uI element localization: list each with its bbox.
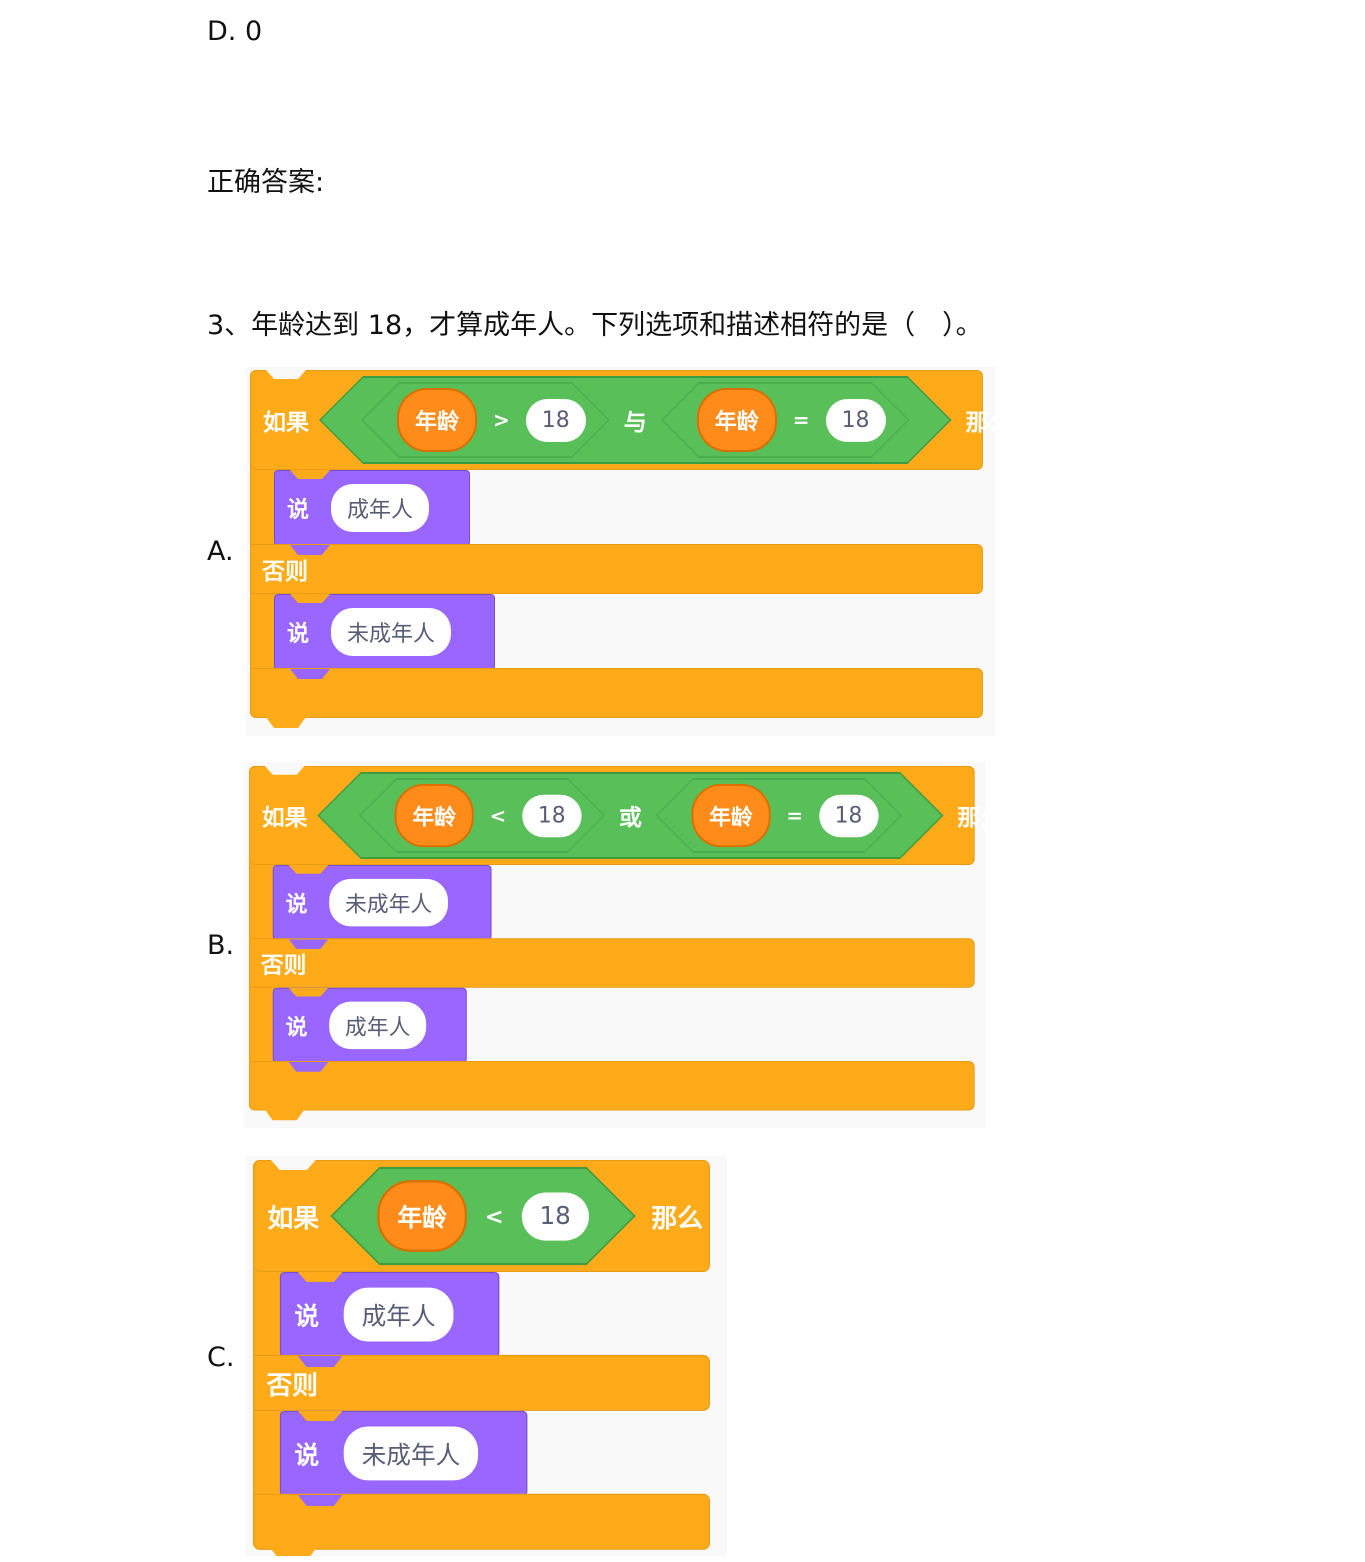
bottom-tab <box>270 1548 316 1556</box>
say-label: 说 <box>287 622 310 647</box>
say-label: 说 <box>294 1442 320 1471</box>
say-bottom-tab <box>290 669 330 679</box>
number-input[interactable]: 18 <box>522 794 581 837</box>
option-d-text: D. 0 <box>207 16 263 47</box>
variable-reporter[interactable]: 年龄 <box>397 388 477 452</box>
bottom-tab <box>266 717 306 728</box>
boolean-condition[interactable]: 年龄 <18 <box>330 1167 636 1266</box>
question-text: 3、年龄达到 18，才算成年人。下列选项和描述相符的是（ ）。 <box>207 310 983 341</box>
comparison-inner: 年龄 >18 <box>363 384 608 456</box>
then-label: 那么 <box>957 805 985 832</box>
then-label: 那么 <box>651 1204 703 1234</box>
say-notch <box>288 865 329 874</box>
comparison-block[interactable]: 年龄 = 18 <box>661 382 910 458</box>
say-block-then[interactable]: 说未成年人 <box>272 865 492 941</box>
option-letter[interactable]: C. <box>207 1342 235 1373</box>
condition-inner: 年龄 <18 <box>333 1169 634 1263</box>
option-letter[interactable]: B. <box>207 930 235 961</box>
bottom-tab <box>264 1109 305 1121</box>
boolean-condition[interactable]: 年龄 >18 与 年龄 = 18 <box>319 376 952 464</box>
variable-reporter[interactable]: 年龄 <box>377 1180 467 1252</box>
number-input[interactable]: 18 <box>826 399 886 442</box>
if-label: 如果 <box>267 1204 320 1234</box>
say-bottom-tab <box>297 1356 343 1368</box>
if-header: 如果 年龄 >18 与 年龄 = 18 那么 <box>250 370 995 470</box>
say-notch <box>288 987 329 997</box>
else-bar <box>249 938 975 988</box>
else-label: 否则 <box>262 559 308 585</box>
say-bottom-tab <box>288 1062 329 1072</box>
comparison-block[interactable]: 年龄 <18 <box>359 778 605 853</box>
else-label: 否则 <box>266 1371 318 1401</box>
number-input[interactable]: 18 <box>819 794 878 837</box>
say-block-else[interactable]: 说未成年人 <box>274 594 495 670</box>
say-text-input[interactable]: 未成年人 <box>329 878 449 927</box>
else-bar <box>250 544 983 594</box>
variable-reporter[interactable]: 年龄 <box>395 784 474 847</box>
else-label: 否则 <box>260 953 307 979</box>
condition-inner: 年龄 >18 与 年龄 = 18 <box>321 378 950 462</box>
comparison-inner: 年龄 <18 <box>361 780 603 851</box>
variable-reporter[interactable]: 年龄 <box>697 388 777 452</box>
comparison-operator: < <box>489 803 507 828</box>
top-notch <box>266 370 306 379</box>
say-bottom-tab <box>297 1494 343 1507</box>
comparison-operator: < <box>484 1202 504 1230</box>
comparison-inner: 年龄 = 18 <box>658 780 900 851</box>
say-notch <box>297 1410 343 1421</box>
say-text-input[interactable]: 成年人 <box>343 1287 454 1342</box>
option-letter[interactable]: A. <box>207 536 234 567</box>
say-label: 说 <box>287 498 310 523</box>
logic-operator-或: 或 <box>619 805 642 832</box>
comparison-block[interactable]: 年龄 = 18 <box>656 778 902 853</box>
if-bottom-bar <box>249 1061 975 1111</box>
say-label: 说 <box>285 892 308 918</box>
say-label: 说 <box>285 1015 308 1041</box>
say-text-input[interactable]: 未成年人 <box>331 608 452 656</box>
comparison-inner: 年龄 = 18 <box>663 384 908 456</box>
say-text-input[interactable]: 成年人 <box>329 1001 427 1050</box>
say-notch <box>290 470 330 479</box>
if-label: 如果 <box>263 410 309 436</box>
top-notch <box>270 1160 316 1171</box>
if-label: 如果 <box>261 805 308 832</box>
say-text-input[interactable]: 未成年人 <box>343 1426 479 1481</box>
comparison-block[interactable]: 年龄 >18 <box>361 382 610 458</box>
then-label: 那么 <box>965 410 995 436</box>
comparison-operator: = <box>792 408 810 432</box>
say-block-then[interactable]: 说成年人 <box>279 1272 500 1358</box>
say-bottom-tab <box>290 545 330 555</box>
if-bottom-bar <box>250 668 983 718</box>
comparison-operator: = <box>786 803 803 828</box>
say-block-then[interactable]: 说成年人 <box>274 470 470 546</box>
number-input[interactable]: 18 <box>526 399 586 442</box>
if-header: 如果 年龄 <18 那么 <box>253 1160 710 1272</box>
number-input[interactable]: 18 <box>522 1192 589 1240</box>
condition-inner: 年龄 <18 或 年龄 = 18 <box>319 774 941 857</box>
if-header: 如果 年龄 <18 或 年龄 = 18 那么 <box>249 766 985 865</box>
say-label: 说 <box>294 1303 320 1332</box>
correct-answer-label: 正确答案: <box>207 167 325 198</box>
say-bottom-tab <box>288 939 329 950</box>
comparison-operator: > <box>493 408 510 432</box>
say-notch <box>297 1272 343 1283</box>
say-notch <box>290 594 330 603</box>
say-block-else[interactable]: 说成年人 <box>272 987 467 1063</box>
say-block-else[interactable]: 说未成年人 <box>279 1410 528 1496</box>
logic-operator-与: 与 <box>623 410 647 436</box>
boolean-condition[interactable]: 年龄 <18 或 年龄 = 18 <box>317 772 943 859</box>
top-notch <box>264 766 305 775</box>
say-text-input[interactable]: 成年人 <box>331 484 430 532</box>
variable-reporter[interactable]: 年龄 <box>691 784 770 847</box>
